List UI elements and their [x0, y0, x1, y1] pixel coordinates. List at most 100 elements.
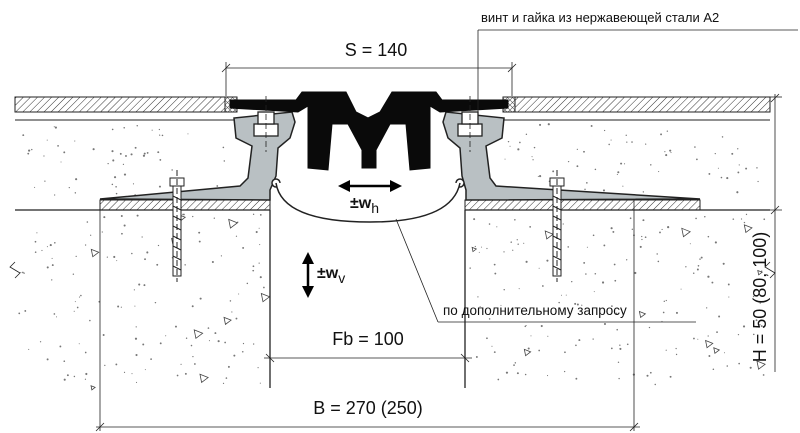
- concrete-dot: [135, 326, 137, 328]
- concrete-dot: [721, 136, 724, 138]
- concrete-dot: [755, 319, 758, 322]
- concrete-dot: [161, 134, 164, 137]
- vertical-movement-label: ±wv: [317, 265, 345, 286]
- concrete-dot: [611, 305, 613, 307]
- concrete-dot: [176, 374, 179, 377]
- bolt-left-top: [253, 96, 279, 152]
- concrete-dot: [660, 133, 662, 136]
- concrete-dot: [171, 169, 173, 171]
- concrete-dot: [481, 246, 483, 248]
- concrete-dot: [756, 240, 758, 242]
- concrete-dot: [629, 217, 632, 220]
- concrete-dot: [575, 377, 578, 380]
- concrete-dot: [639, 245, 642, 248]
- aggregate-mark: [713, 347, 721, 354]
- concrete-dot: [696, 158, 698, 161]
- concrete-dot: [714, 241, 717, 244]
- concrete-dot: [736, 191, 739, 194]
- aggregate-mark: [223, 316, 232, 326]
- concrete-dot: [531, 156, 533, 158]
- concrete-dot: [193, 363, 196, 365]
- concrete-dot: [23, 272, 25, 274]
- fb-dimension-label: Fb = 100: [332, 329, 404, 349]
- concrete-dot: [142, 154, 146, 157]
- concrete-dot: [115, 186, 117, 188]
- concrete-dot: [620, 162, 623, 165]
- concrete-dot: [685, 266, 687, 268]
- concrete-dot: [732, 218, 735, 220]
- concrete-dot: [757, 180, 759, 183]
- concrete-dot: [613, 263, 616, 266]
- concrete-dot: [111, 183, 114, 186]
- concrete-dot: [593, 291, 595, 293]
- concrete-dot: [159, 342, 162, 345]
- concrete-dot: [74, 301, 76, 303]
- concrete-dot: [123, 371, 126, 373]
- concrete-dot: [493, 263, 496, 266]
- concrete-dot: [231, 311, 233, 313]
- concrete-dot: [233, 354, 236, 357]
- concrete-dot: [699, 258, 701, 260]
- concrete-dot: [586, 182, 588, 184]
- concrete-dot: [696, 268, 699, 271]
- concrete-dot: [519, 141, 521, 144]
- concrete-dot: [759, 323, 761, 326]
- concrete-dot: [486, 337, 488, 340]
- concrete-dot: [34, 240, 37, 243]
- concrete-dot: [516, 239, 518, 241]
- concrete-dot: [529, 226, 532, 228]
- concrete-dot: [707, 335, 709, 337]
- slab-left: [15, 210, 270, 390]
- concrete-dot: [617, 171, 620, 174]
- concrete-dot: [737, 334, 740, 336]
- dimension-b: [95, 200, 640, 432]
- concrete-dot: [120, 306, 122, 308]
- concrete-dot: [541, 285, 544, 287]
- top-note: винт и гайка из нержавеющей стали A2: [481, 10, 719, 25]
- concrete-dot: [28, 149, 31, 152]
- concrete-dot: [24, 310, 27, 312]
- concrete-dot: [763, 218, 766, 221]
- concrete-dot: [584, 188, 586, 191]
- h-dimension-label: H = 50 (80, 100): [750, 232, 770, 363]
- concrete-dot: [708, 355, 711, 357]
- concrete-dot: [664, 151, 666, 153]
- concrete-dot: [525, 133, 528, 136]
- concrete-dot: [631, 141, 633, 143]
- concrete-dot: [102, 334, 105, 337]
- concrete-dot: [73, 375, 76, 378]
- concrete-dot: [503, 251, 505, 253]
- concrete-dot: [252, 343, 255, 345]
- concrete-dot: [720, 176, 723, 179]
- concrete-dot: [662, 311, 665, 314]
- concrete-dot: [564, 351, 566, 354]
- concrete-dot: [75, 255, 77, 258]
- concrete-dot: [576, 303, 579, 306]
- concrete-dot: [576, 148, 578, 150]
- concrete-dot: [66, 374, 69, 377]
- aggregate-mark: [743, 224, 753, 234]
- concrete-dot: [504, 158, 506, 160]
- concrete-dot: [133, 289, 135, 291]
- concrete-dot: [150, 358, 152, 360]
- concrete-dot: [711, 281, 714, 284]
- concrete-dot: [626, 343, 629, 346]
- concrete-dot: [49, 244, 52, 247]
- concrete-dot: [235, 317, 238, 320]
- concrete-dot: [246, 282, 249, 285]
- concrete-dot: [575, 344, 577, 347]
- concrete-dot: [488, 318, 491, 320]
- concrete-dot: [187, 133, 189, 135]
- concrete-dot: [43, 155, 45, 157]
- concrete-dot: [22, 271, 24, 274]
- concrete-dot: [649, 371, 652, 374]
- concrete-dot: [707, 235, 710, 238]
- concrete-dot: [131, 373, 133, 375]
- concrete-dot: [523, 242, 525, 244]
- concrete-dot: [547, 335, 549, 337]
- concrete-dot: [20, 272, 22, 274]
- concrete-dot: [619, 347, 622, 350]
- concrete-dot: [670, 151, 672, 154]
- concrete-dot: [760, 325, 763, 328]
- concrete-dot: [500, 304, 502, 306]
